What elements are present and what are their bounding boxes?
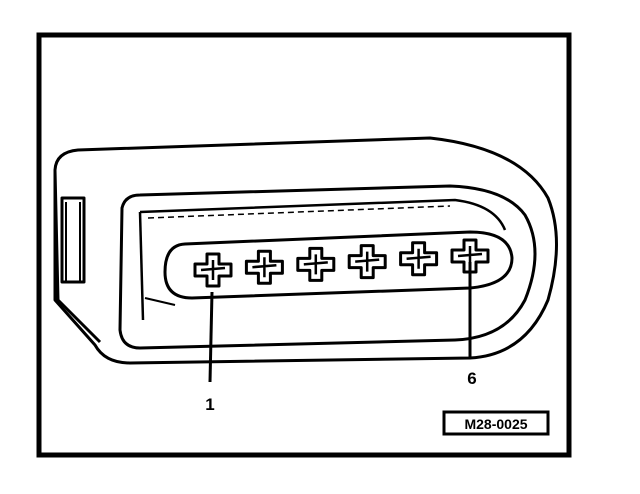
figure-code: M28-0025 [464,416,527,432]
connector-housing [53,136,558,365]
callout-label-1: 1 [205,395,214,414]
pin-cavity-2 [244,249,284,285]
callout-label-6: 6 [467,369,476,388]
leader-line-pin-1 [208,291,214,383]
pin-cavity-1 [193,252,233,288]
figure-code-box [442,410,550,436]
pin-cavity-4 [347,244,387,280]
pin-cavity-3 [296,246,336,282]
connector-recess [138,198,507,321]
pin-group [193,238,490,288]
pin-cavity-5 [399,241,439,277]
frame-border [36,32,572,458]
